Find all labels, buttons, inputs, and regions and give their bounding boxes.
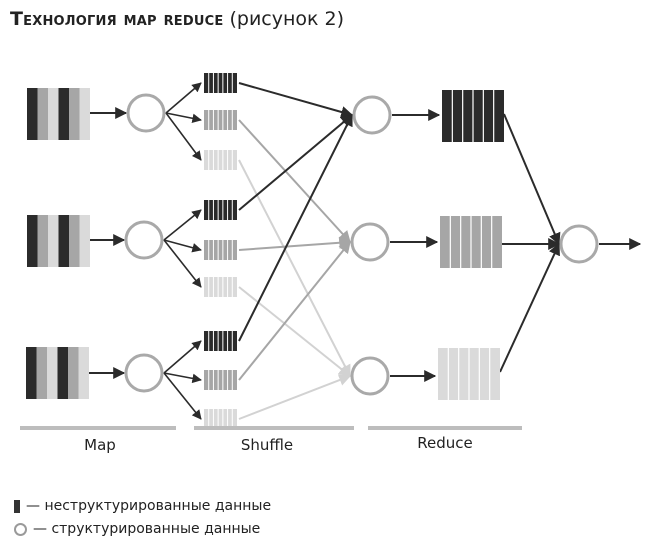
shuffle-block-dark <box>204 331 237 351</box>
shuffle-block-fill <box>204 409 237 429</box>
input-stripe <box>36 347 47 399</box>
input-stripe <box>79 215 90 267</box>
phase-label-map: Map <box>84 436 116 454</box>
input-stripe <box>47 347 58 399</box>
arrow-mid <box>238 241 351 381</box>
process-nodes <box>124 93 599 396</box>
final-node <box>559 224 599 264</box>
legend-structured: — структурированные данные <box>14 521 260 537</box>
reduce-node-1 <box>352 95 392 135</box>
phase-bars <box>20 426 522 430</box>
input-stripe <box>27 215 38 267</box>
shuffle-block-fill <box>204 73 237 93</box>
legend-rect-icon <box>14 499 20 513</box>
phase-bar-map <box>20 426 176 430</box>
input-stripe <box>68 347 79 399</box>
arrow-dark <box>238 82 354 118</box>
input-block-3 <box>26 347 89 399</box>
edges <box>89 82 642 420</box>
shuffle-block-mid <box>204 370 237 390</box>
input-stripe <box>37 88 48 140</box>
arrow-dark <box>163 239 202 288</box>
shuffle-block-fill <box>204 370 237 390</box>
input-block-2 <box>27 215 90 267</box>
arrow-dark <box>163 340 202 374</box>
shuffle-block-light <box>204 150 237 170</box>
shuffle-block-fill <box>204 240 237 260</box>
input-stripe <box>69 88 80 140</box>
legend-circle-icon <box>14 522 27 536</box>
input-stripe <box>58 88 69 140</box>
arrow-dark <box>163 209 202 241</box>
shuffle-block-dark <box>204 200 237 220</box>
arrow-light <box>238 286 351 377</box>
arrow-mid <box>238 119 351 243</box>
title-rest: (рисунок 2) <box>229 8 345 30</box>
legend-structured-text: — структурированные данные <box>33 521 261 537</box>
arrow-mid <box>238 236 352 251</box>
input-stripe <box>58 215 69 267</box>
arrow-dark <box>163 239 202 253</box>
arrow-light <box>238 159 351 378</box>
shuffle-block-fill <box>204 200 237 220</box>
arrow-dark <box>163 372 202 384</box>
phase-label-reduce: Reduce <box>417 434 473 452</box>
reduce-node-2 <box>350 222 390 262</box>
title-bold: Технология map reduce <box>10 8 224 30</box>
input-stripe <box>57 347 68 399</box>
phase-label-shuffle: Shuffle <box>240 436 294 454</box>
shuffle-block-mid <box>204 110 237 130</box>
input-stripe <box>37 215 48 267</box>
shuffle-block-fill <box>204 150 237 170</box>
result-block-mid <box>440 216 502 268</box>
input-stripe <box>79 88 90 140</box>
reduce-node-3 <box>350 356 390 396</box>
shuffle-block-mid <box>204 240 237 260</box>
shuffle-block-fill <box>204 331 237 351</box>
input-stripe <box>27 88 38 140</box>
arrow-dark <box>238 114 353 211</box>
input-stripe <box>26 347 37 399</box>
data-blocks <box>26 73 504 429</box>
arrow-dark <box>165 82 202 114</box>
arrow-light <box>238 374 352 420</box>
arrow-dark <box>165 112 202 124</box>
arrow-dark <box>163 372 202 420</box>
legend-unstructured: — неструктурированные данные <box>14 498 271 514</box>
shuffle-block-dark <box>204 73 237 93</box>
shuffle-block-light <box>204 409 237 429</box>
input-stripe <box>69 215 80 267</box>
input-stripe <box>78 347 89 399</box>
arrow-dark <box>503 113 561 246</box>
legend-unstructured-text: — неструктурированные данные <box>26 498 272 514</box>
shuffle-block-fill <box>204 110 237 130</box>
map-node-3 <box>124 353 164 393</box>
phase-bar-shuffle <box>194 426 354 430</box>
shuffle-block-fill <box>204 277 237 297</box>
diagram-title: Технология map reduce (рисунок 2) <box>10 8 344 30</box>
arrow-dark <box>165 112 202 161</box>
arrow-dark <box>238 113 353 342</box>
phase-bar-reduce <box>368 426 522 430</box>
input-block-1 <box>27 88 90 140</box>
map-node-2 <box>124 220 164 260</box>
shuffle-block-light <box>204 277 237 297</box>
result-block-light <box>438 348 500 400</box>
result-block-dark <box>442 90 504 142</box>
arrow-dark <box>499 242 560 373</box>
input-stripe <box>48 88 59 140</box>
input-stripe <box>48 215 59 267</box>
map-node-1 <box>126 93 166 133</box>
